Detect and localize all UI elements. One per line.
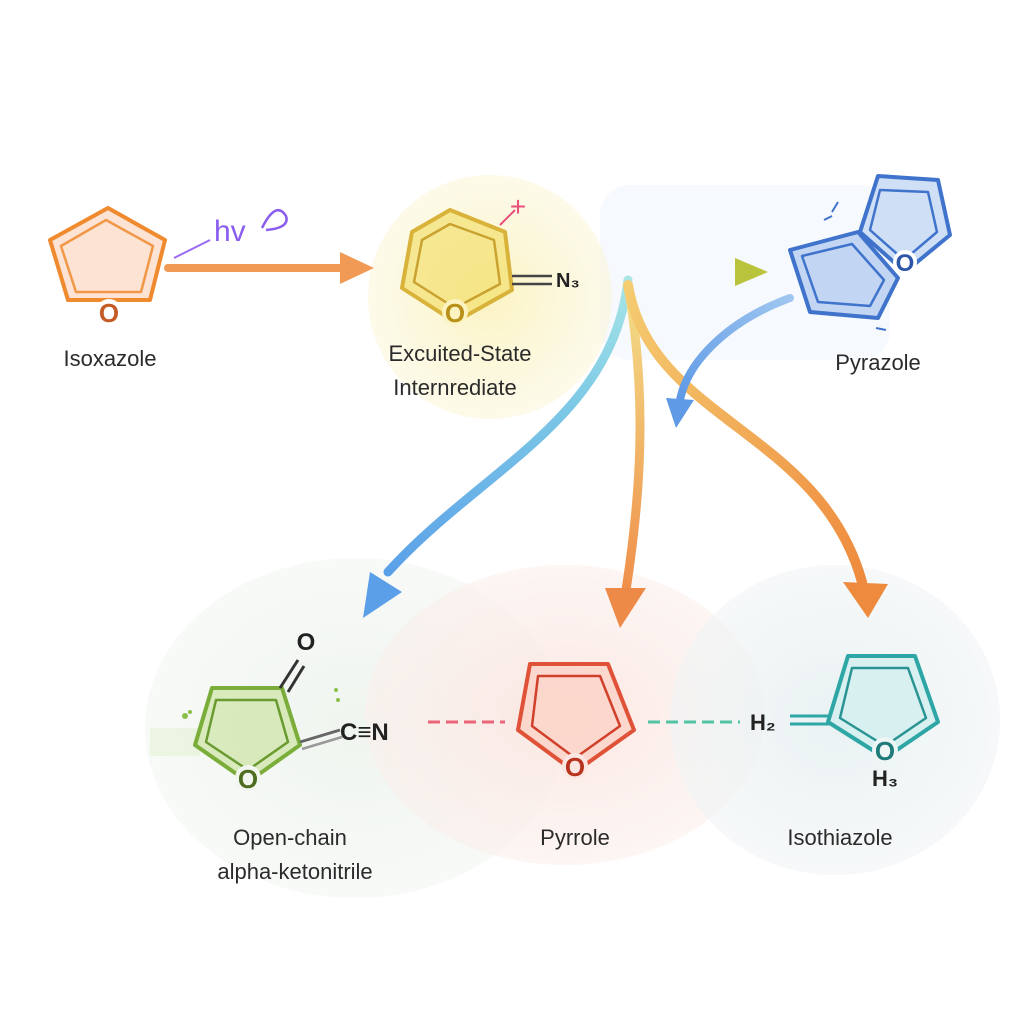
label-isothiazole: Isothiazole xyxy=(787,825,893,850)
arrow-to-isothiazole xyxy=(623,280,867,587)
excited-ring: O N₃ + xyxy=(400,191,580,328)
openchain-o-atom: O xyxy=(238,764,258,794)
openchain-wash-strip xyxy=(150,728,200,756)
isothiazole-o-atom: O xyxy=(875,736,895,766)
excited-o-atom: O xyxy=(445,298,465,328)
h3-label: H₃ xyxy=(872,766,898,791)
hv-squiggle xyxy=(260,208,288,232)
label-excited-line1: Excuited-State xyxy=(388,341,532,366)
label-openchain-line2: alpha-ketonitrile xyxy=(217,859,373,884)
hv-label: hv xyxy=(214,215,246,248)
pyrazole-o-atom: O xyxy=(896,250,915,277)
arrowhead-excited xyxy=(340,252,374,284)
arrows xyxy=(164,252,888,724)
ketone-o-label: O xyxy=(297,629,316,656)
pyrrole-o-atom: O xyxy=(565,752,585,782)
openchain-molecule: O O C≡N xyxy=(182,629,389,794)
arrowhead-openchain xyxy=(363,572,402,618)
plus-charge: + xyxy=(510,191,526,222)
arrowhead-pyrazole xyxy=(735,258,768,286)
n3-label: N₃ xyxy=(556,270,580,292)
isoxazole-ring: O hv xyxy=(48,206,288,328)
label-openchain-line1: Open-chain xyxy=(233,825,347,850)
label-pyrazole: Pyrazole xyxy=(835,350,921,375)
label-excited-line2: Internrediate xyxy=(393,375,517,400)
isoxazole-o-atom: O xyxy=(99,298,119,328)
pyrazole-rings: O xyxy=(788,174,952,331)
arrowhead-isothiazole xyxy=(843,582,888,618)
hv-arrow xyxy=(173,239,211,259)
pyrrole-ring: O xyxy=(516,662,636,782)
arrow-to-pyrrole xyxy=(621,280,645,595)
label-isoxazole: Isoxazole xyxy=(63,346,157,371)
isothiazole-ring: O H₂ H₃ xyxy=(750,654,940,791)
arrow-to-openchain xyxy=(383,275,633,577)
label-pyrrole: Pyrrole xyxy=(540,825,610,850)
arrowhead-pyrazole-return xyxy=(666,398,694,428)
arrow-pyrazole-return xyxy=(676,294,794,404)
h2-label: H₂ xyxy=(750,710,776,735)
cn-label: C≡N xyxy=(340,719,389,746)
arrowhead-pyrrole xyxy=(605,588,646,628)
